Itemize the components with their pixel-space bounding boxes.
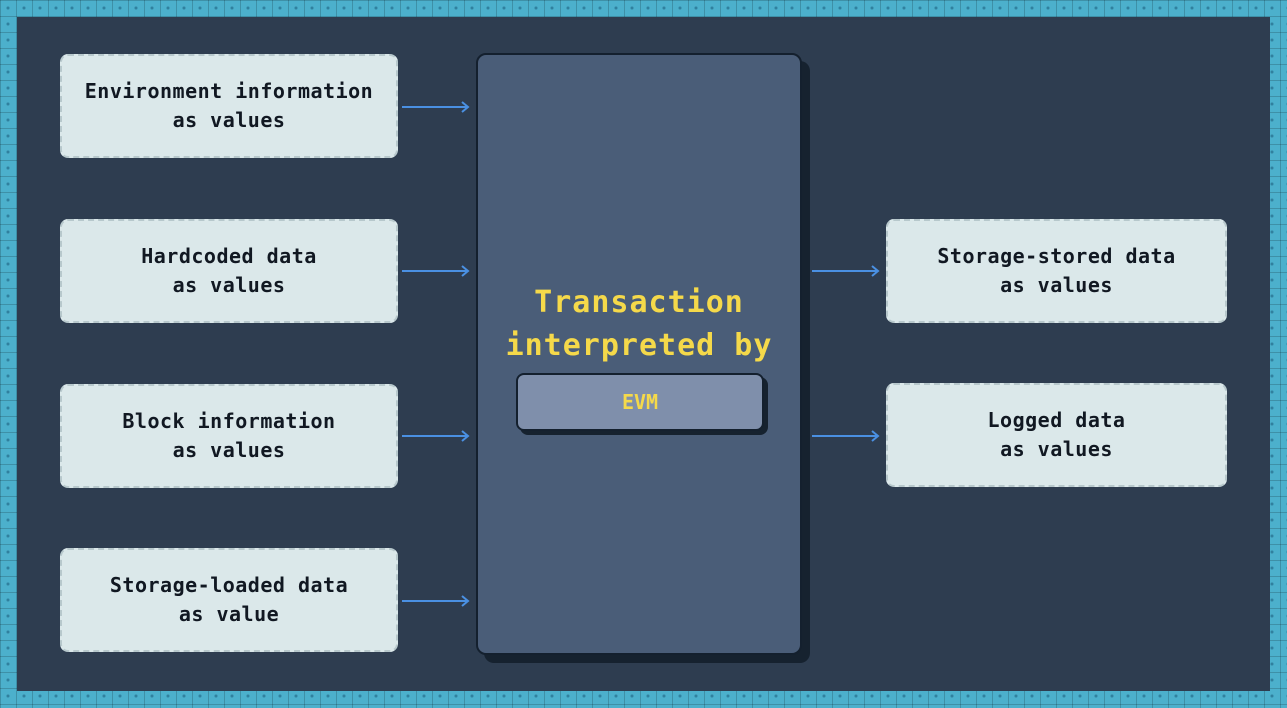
- output-storage-stored-data: Storage-stored data as values: [886, 219, 1227, 323]
- box-label: Logged data: [987, 408, 1126, 432]
- input-hardcoded-data: Hardcoded data as values: [60, 219, 398, 323]
- transaction-title: Transaction interpreted by: [478, 281, 800, 367]
- box-label: as values: [172, 108, 286, 132]
- box-label: as values: [1000, 437, 1113, 461]
- evm-box: EVM: [516, 373, 764, 431]
- box-label: as values: [172, 273, 286, 297]
- box-label: Storage-stored data: [937, 244, 1176, 268]
- output-logged-data: Logged data as values: [886, 383, 1227, 487]
- box-label: as values: [172, 438, 286, 462]
- box-label: as value: [178, 602, 280, 626]
- arrow-icon: [402, 101, 470, 113]
- input-storage-loaded-data: Storage-loaded data as value: [60, 548, 398, 652]
- box-label: Environment information: [84, 79, 374, 103]
- transaction-block: Transaction interpreted by EVM: [476, 53, 802, 655]
- input-environment-information: Environment information as values: [60, 54, 398, 158]
- arrow-icon: [402, 265, 470, 277]
- arrow-icon: [402, 595, 470, 607]
- box-label: as values: [1000, 273, 1113, 297]
- box-label: Storage-loaded data: [109, 573, 349, 597]
- title-line: Transaction: [534, 285, 744, 320]
- arrow-icon: [402, 430, 470, 442]
- arrow-icon: [812, 265, 880, 277]
- arrow-icon: [812, 430, 880, 442]
- input-block-information: Block information as values: [60, 384, 398, 488]
- box-label: Block information: [122, 409, 336, 433]
- evm-label: EVM: [621, 390, 659, 414]
- title-line: interpreted by: [505, 328, 773, 363]
- box-label: Hardcoded data: [141, 244, 317, 268]
